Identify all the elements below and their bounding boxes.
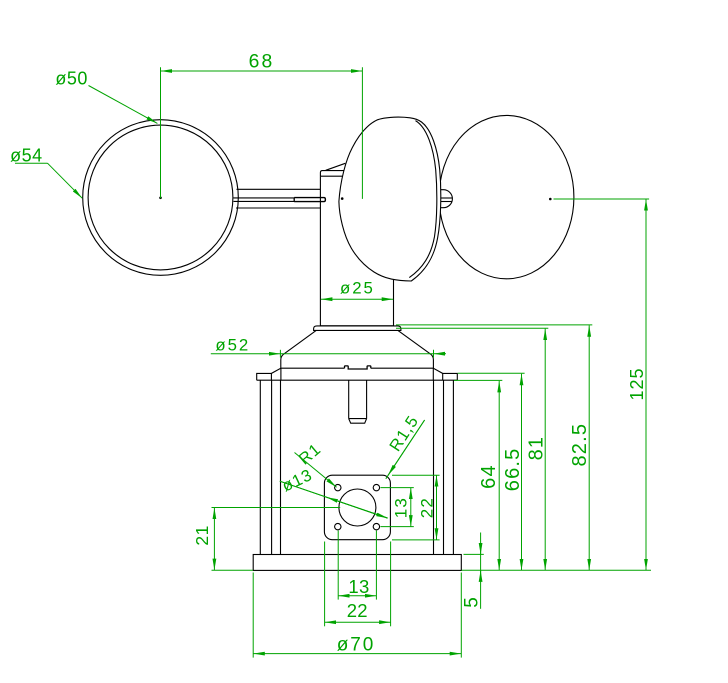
svg-text:13: 13 (348, 576, 369, 597)
svg-text:64: 64 (478, 464, 500, 489)
svg-text:ø70: ø70 (337, 635, 375, 656)
svg-text:ø54: ø54 (10, 145, 43, 165)
svg-text:22: 22 (347, 600, 368, 621)
svg-text:68: 68 (249, 52, 275, 73)
svg-text:81: 81 (526, 436, 548, 461)
svg-text:13: 13 (392, 497, 411, 518)
svg-text:82.5: 82.5 (569, 423, 591, 467)
svg-text:5: 5 (462, 597, 483, 608)
svg-text:21: 21 (192, 525, 212, 545)
svg-text:ø52: ø52 (215, 335, 250, 354)
svg-text:ø50: ø50 (55, 69, 88, 89)
svg-text:ø25: ø25 (340, 279, 375, 298)
svg-text:22: 22 (417, 497, 436, 518)
svg-text:125: 125 (627, 367, 647, 400)
svg-text:66.5: 66.5 (502, 448, 524, 492)
